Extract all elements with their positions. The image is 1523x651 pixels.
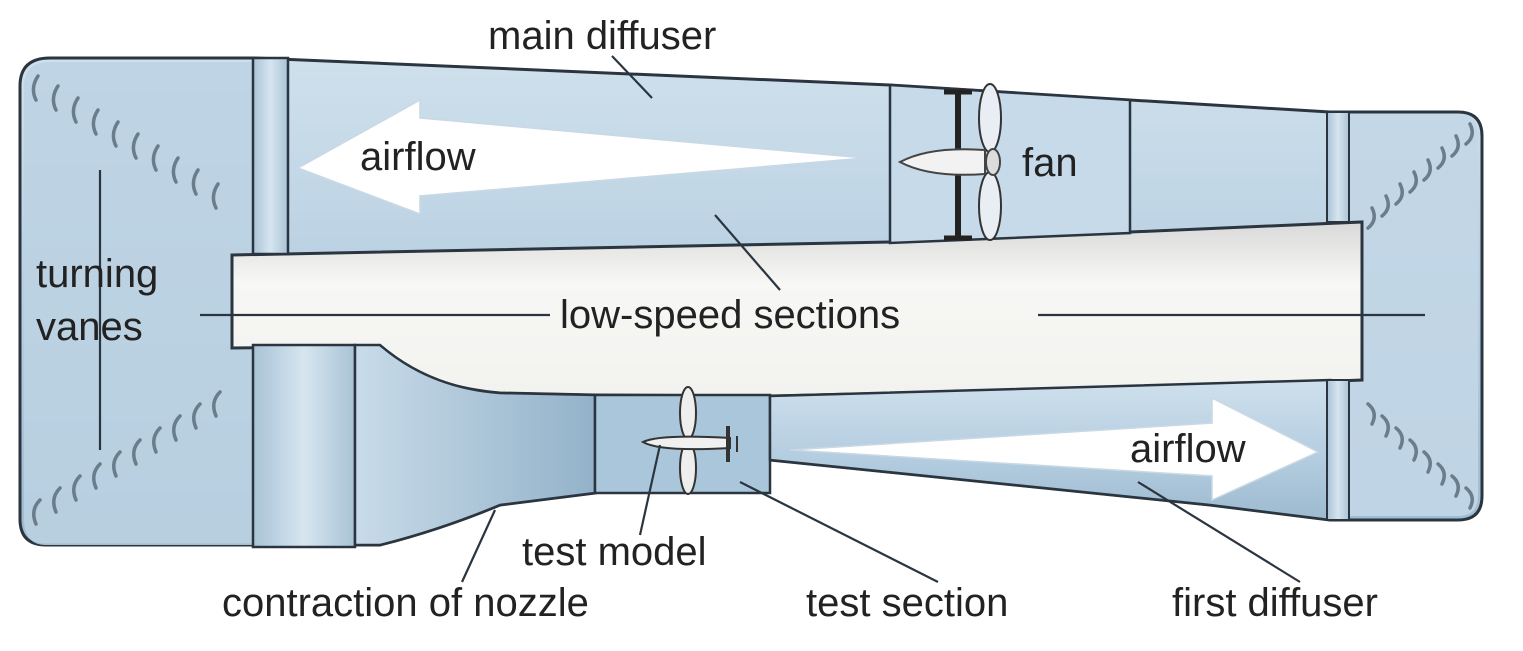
label-contraction-of-nozzle: contraction of nozzle <box>222 581 589 625</box>
upper-joint-ring-left <box>251 56 290 256</box>
left-return-corner <box>24 62 255 545</box>
leader-test-model <box>638 444 662 536</box>
upper-joint-ring-right <box>1326 111 1350 223</box>
fan-section <box>888 83 1132 245</box>
label-airflow-top: airflow <box>360 135 476 179</box>
label-turning-vanes-line2: vanes <box>36 305 143 349</box>
airplane-model-icon <box>640 386 738 495</box>
label-fan: fan <box>1022 141 1078 185</box>
lower-joint-ring-right <box>1326 379 1350 521</box>
airflow-arrow-bottom-icon <box>789 396 1320 502</box>
settling-chamber <box>251 343 357 549</box>
label-main-diffuser: main diffuser <box>488 14 716 58</box>
label-test-section: test section <box>806 581 1008 625</box>
label-airflow-bottom: airflow <box>1130 427 1246 471</box>
label-low-speed-sections: low-speed sections <box>560 293 900 337</box>
turning-vanes-icon <box>31 74 222 526</box>
leader-test-section <box>739 481 939 583</box>
label-first-diffuser: first diffuser <box>1172 581 1378 625</box>
leader-main-diffuser <box>611 55 653 99</box>
right-turning-vanes-icon <box>1366 122 1474 510</box>
leader-first-diffuser <box>1137 481 1301 583</box>
leader-low-speed-top <box>714 214 781 291</box>
airflow-arrow-top-icon <box>296 98 866 216</box>
label-turning-vanes-line1: turning <box>36 252 158 296</box>
leader-contraction <box>461 509 496 583</box>
label-test-model: test model <box>522 530 707 574</box>
fan-icon <box>897 83 1002 241</box>
